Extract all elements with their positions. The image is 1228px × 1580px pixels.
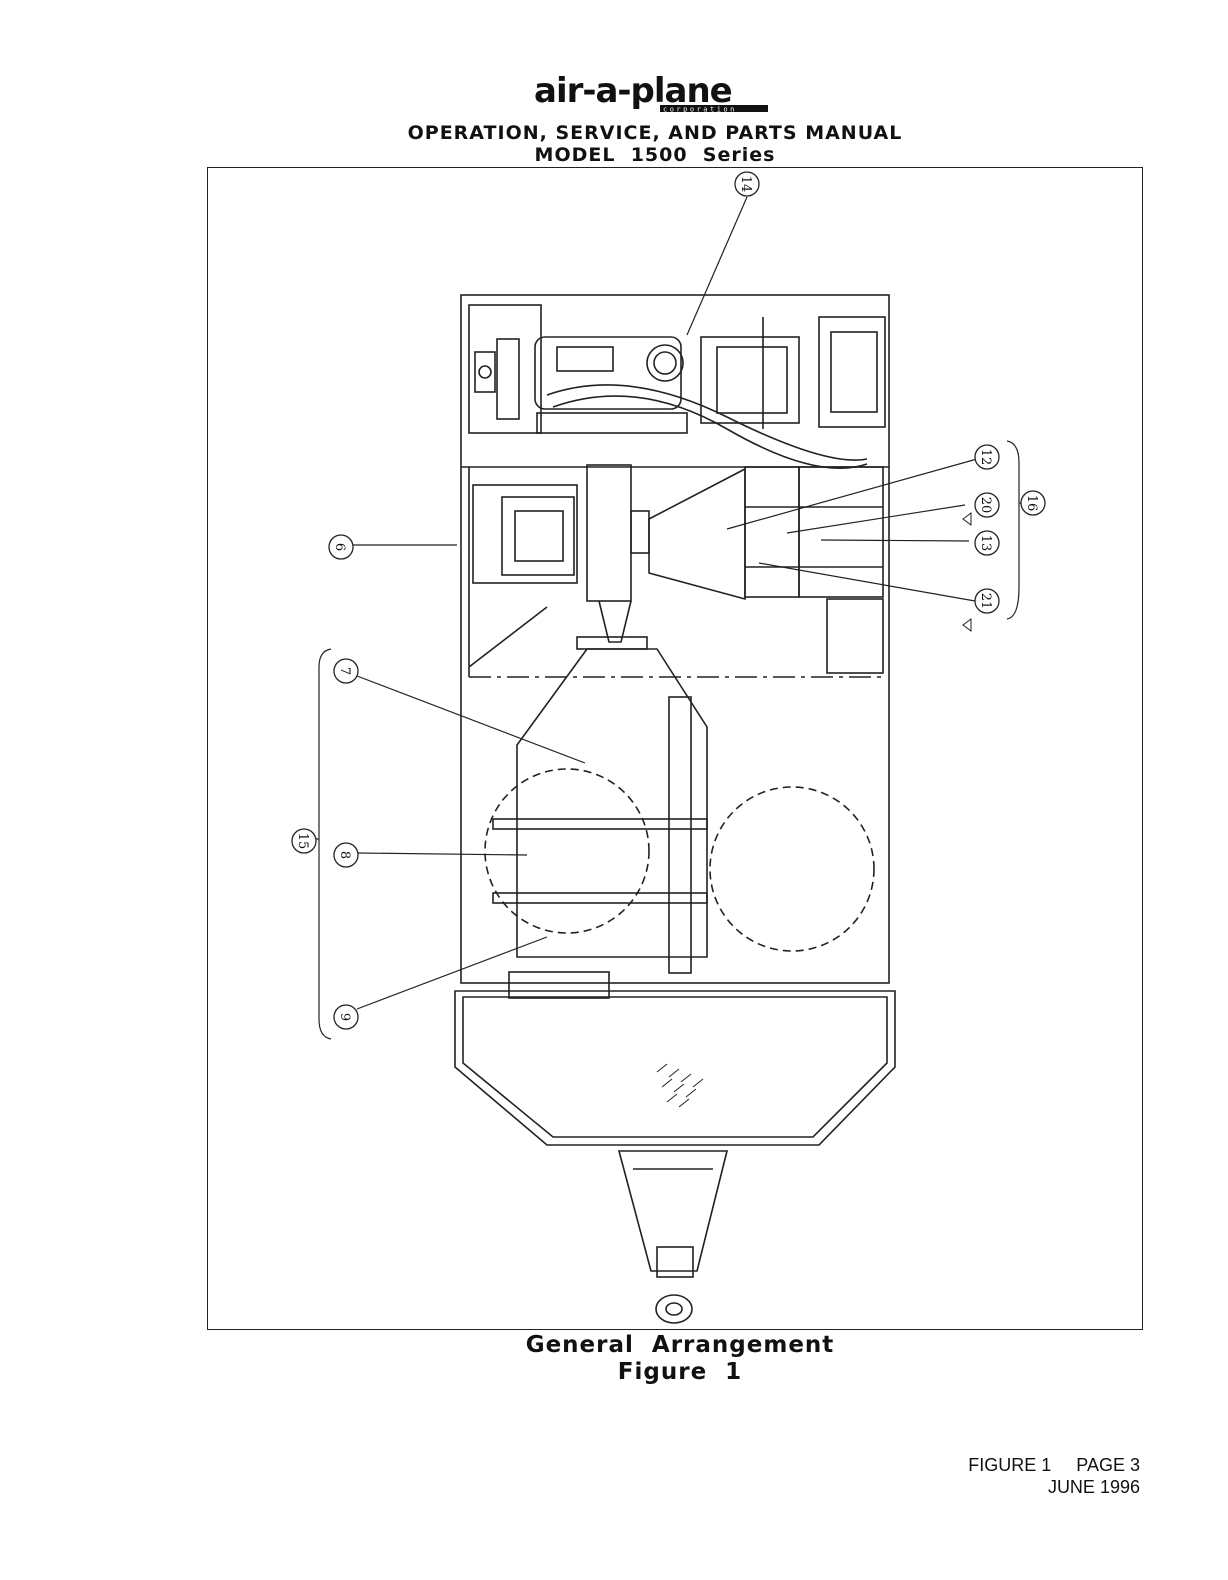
general-arrangement-drawing: 14 12 20 16 13 21 6 7 15 8 9 (207, 167, 1143, 1330)
callout-8: 8 (337, 851, 352, 859)
callout-15: 15 (295, 833, 310, 850)
air-a-plane-logo: air-a-plane corporation (530, 72, 770, 114)
revision-triangles (963, 513, 971, 631)
callout-13: 13 (978, 535, 993, 552)
footer-figure-page: FIGURE 1 PAGE 3 (968, 1455, 1140, 1476)
blower-section (469, 465, 883, 677)
engine-compartment (469, 305, 885, 468)
tread-plate-pattern (657, 1064, 703, 1107)
svg-text:corporation: corporation (663, 106, 737, 114)
callout-6: 6 (332, 543, 347, 551)
manual-title: OPERATION, SERVICE, AND PARTS MANUAL (0, 122, 1228, 144)
figure-caption-title: General Arrangement (0, 1332, 1228, 1358)
footer-date: JUNE 1996 (1048, 1477, 1140, 1498)
figure-caption-number: Figure 1 (0, 1359, 1228, 1385)
callout-7: 7 (337, 667, 352, 675)
tow-bar (619, 1151, 727, 1323)
callout-14: 14 (738, 176, 753, 193)
tank-assembly (485, 649, 874, 998)
callout-21: 21 (978, 593, 993, 610)
callout-9: 9 (337, 1013, 352, 1021)
callout-12: 12 (978, 449, 993, 466)
model-title: MODEL 1500 Series (0, 144, 1228, 166)
callout-20: 20 (978, 497, 993, 514)
callout-16: 16 (1024, 495, 1039, 512)
chassis-frame (461, 295, 889, 983)
